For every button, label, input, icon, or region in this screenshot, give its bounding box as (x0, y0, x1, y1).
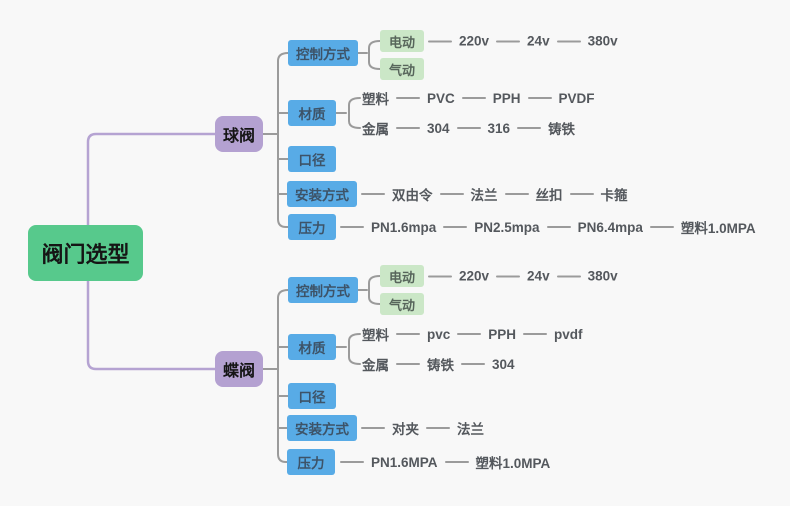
node-pph[interactable]: PPH (488, 326, 517, 342)
connector-line (496, 40, 521, 42)
node-wafer[interactable]: 对夹 (392, 422, 419, 437)
node-pn64[interactable]: PN6.4mpa (577, 219, 643, 235)
connector-line (396, 363, 420, 365)
connector-line (444, 461, 469, 463)
node-ball-control-method[interactable]: 控制方式 (288, 40, 358, 66)
node-380v[interactable]: 380v (587, 33, 618, 49)
node-plastic-10mpa[interactable]: 塑料1.0MPA (475, 456, 551, 471)
connector-line (396, 127, 420, 129)
node-metal[interactable]: 金属 (362, 358, 389, 373)
chain-bfly-metal: 金属 铸铁 304 (362, 354, 515, 374)
node-plastic-10mpa[interactable]: 塑料1.0MPA (680, 221, 756, 236)
chain-ball-metal: 金属 304 316 铸铁 (362, 118, 575, 138)
connector-line (461, 363, 485, 365)
chain-bfly-electric: 220v 24v 380v (428, 269, 618, 284)
connector-line (523, 333, 548, 335)
node-flange[interactable]: 法兰 (470, 188, 498, 203)
connector-line (428, 275, 452, 277)
connector-line (546, 226, 571, 228)
connector-line (439, 193, 464, 195)
node-pn16[interactable]: PN1.6mpa (371, 219, 437, 235)
connector-line (569, 193, 594, 195)
node-pn25[interactable]: PN2.5mpa (474, 219, 540, 235)
connector-line (527, 97, 552, 99)
node-304[interactable]: 304 (427, 120, 450, 136)
node-bfly-pneumatic[interactable]: 气动 (380, 293, 424, 315)
node-bfly-diameter[interactable]: 口径 (288, 383, 336, 409)
connector-line (504, 193, 529, 195)
connector-line (443, 226, 468, 228)
chain-bfly-pressure: PN1.6MPA 塑料1.0MPA (340, 452, 550, 472)
node-butterfly-valve[interactable]: 蝶阀 (215, 351, 263, 387)
connector-line (457, 333, 482, 335)
connector-line (556, 275, 581, 277)
node-304[interactable]: 304 (492, 356, 515, 372)
node-cast-iron[interactable]: 铸铁 (427, 358, 454, 373)
connector-line (426, 427, 450, 429)
node-24v[interactable]: 24v (527, 268, 550, 284)
node-bfly-pressure[interactable]: 压力 (287, 449, 335, 475)
node-metal[interactable]: 金属 (362, 122, 389, 137)
node-bfly-control-method[interactable]: 控制方式 (288, 277, 358, 303)
node-plastic[interactable]: 塑料 (362, 92, 389, 107)
node-pn16[interactable]: PN1.6MPA (371, 454, 438, 470)
connector-line (396, 97, 420, 99)
chain-ball-installation: 双由令 法兰 丝扣 卡箍 (361, 184, 628, 204)
node-clamp[interactable]: 卡箍 (600, 188, 628, 203)
node-plastic[interactable]: 塑料 (362, 328, 389, 343)
node-220v[interactable]: 220v (459, 268, 490, 284)
node-24v[interactable]: 24v (527, 33, 550, 49)
node-380v[interactable]: 380v (587, 268, 618, 284)
connector-line (649, 226, 674, 228)
node-thread[interactable]: 丝扣 (535, 188, 563, 203)
node-flange[interactable]: 法兰 (457, 422, 484, 437)
node-pvc[interactable]: PVC (427, 90, 455, 106)
connector-line (461, 97, 486, 99)
connector-line (496, 275, 521, 277)
node-ball-pressure[interactable]: 压力 (288, 214, 336, 240)
connector-line (361, 193, 385, 195)
node-ball-electric[interactable]: 电动 (380, 30, 424, 52)
connector-line (517, 127, 542, 129)
chain-bfly-plastic: 塑料 pvc PPH pvdf (362, 324, 583, 344)
connector-line (340, 226, 364, 228)
node-pph[interactable]: PPH (492, 90, 521, 106)
node-ball-valve[interactable]: 球阀 (215, 116, 263, 152)
connector-line (340, 461, 364, 463)
node-union[interactable]: 双由令 (392, 188, 433, 203)
chain-ball-electric: 220v 24v 380v (428, 34, 618, 49)
node-cast-iron[interactable]: 铸铁 (548, 122, 576, 137)
node-root[interactable]: 阀门选型 (28, 225, 143, 281)
node-ball-diameter[interactable]: 口径 (288, 146, 336, 172)
node-ball-installation[interactable]: 安装方式 (287, 181, 357, 207)
node-pvc[interactable]: pvc (427, 326, 451, 342)
connector-line (428, 40, 452, 42)
node-pvdf[interactable]: PVDF (558, 90, 595, 106)
node-pvdf[interactable]: pvdf (554, 326, 583, 342)
chain-ball-plastic: 塑料 PVC PPH PVDF (362, 88, 595, 108)
connector-line (556, 40, 581, 42)
connector-line (396, 333, 420, 335)
chain-ball-pressure: PN1.6mpa PN2.5mpa PN6.4mpa 塑料1.0MPA (340, 217, 756, 237)
node-316[interactable]: 316 (487, 120, 511, 136)
chain-bfly-installation: 对夹 法兰 (361, 418, 484, 438)
node-bfly-installation[interactable]: 安装方式 (287, 415, 357, 441)
node-ball-pneumatic[interactable]: 气动 (380, 58, 424, 80)
connector-line (456, 127, 481, 129)
node-ball-material[interactable]: 材质 (288, 100, 336, 126)
node-220v[interactable]: 220v (459, 33, 490, 49)
node-bfly-electric[interactable]: 电动 (380, 265, 424, 287)
node-bfly-material[interactable]: 材质 (288, 334, 336, 360)
connector-line (361, 427, 385, 429)
